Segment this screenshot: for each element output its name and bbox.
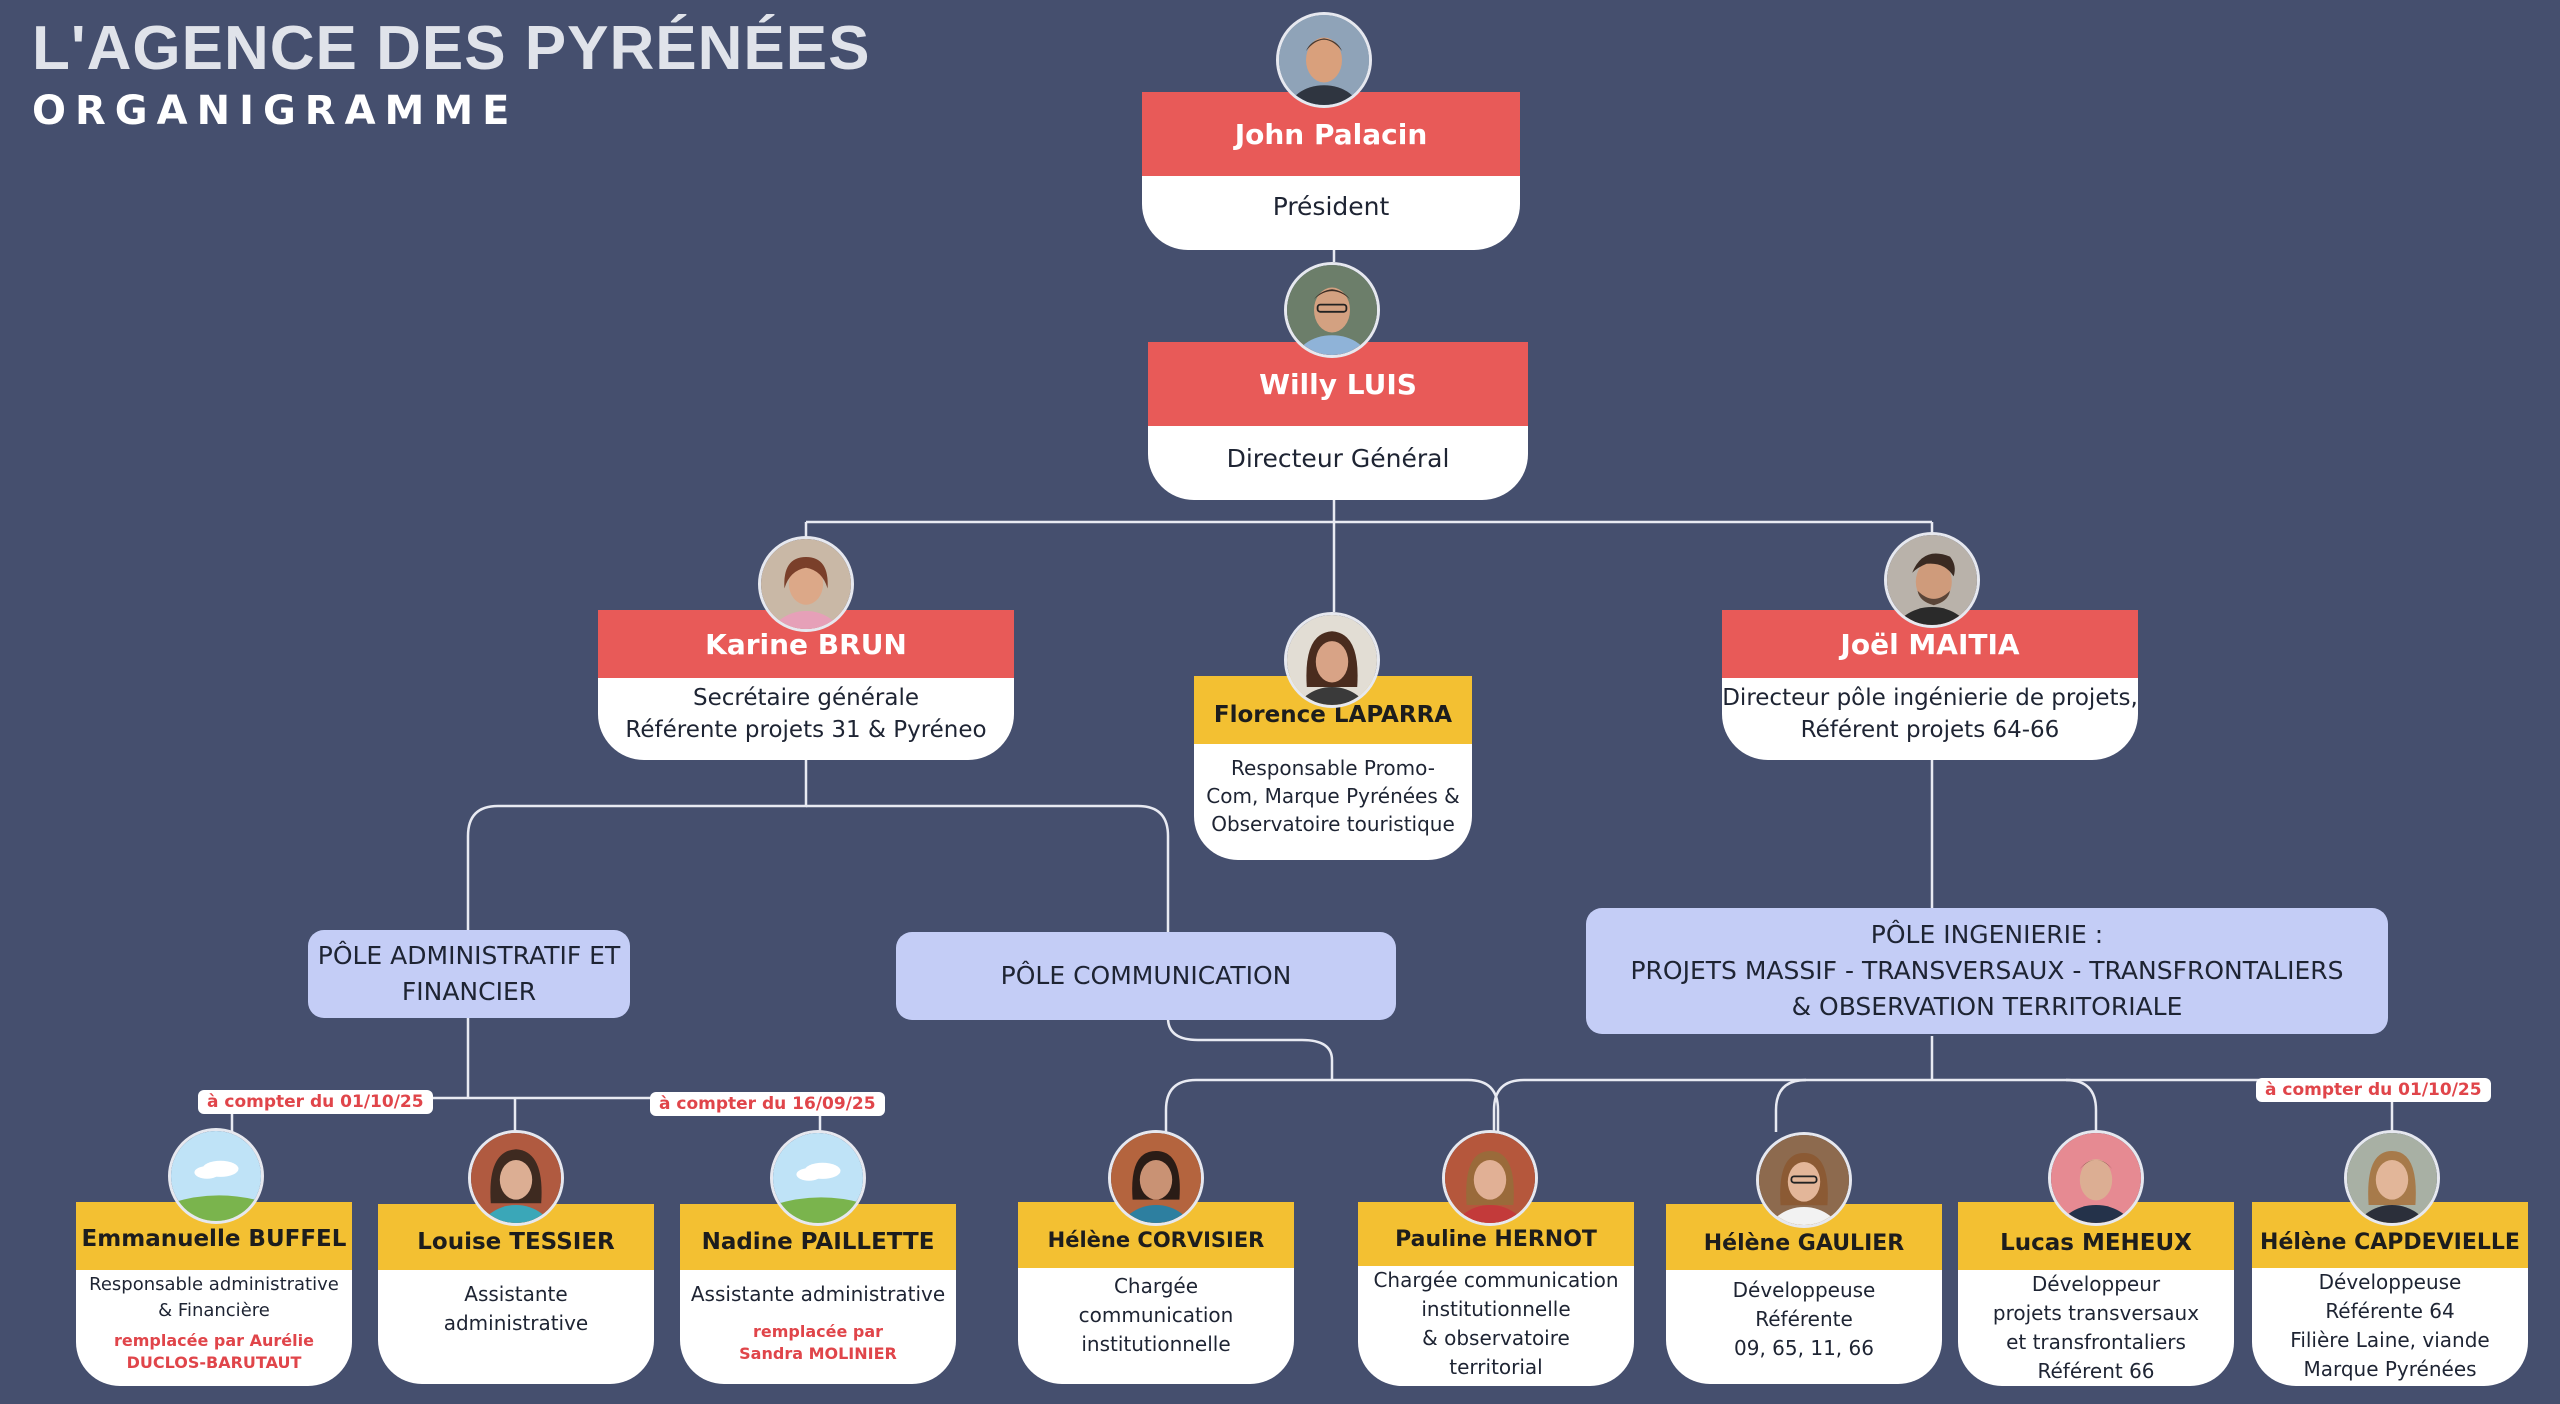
- tag-helene-capdevielle-date: à compter du 01/10/25: [2256, 1078, 2491, 1102]
- role-lucas-line1: Développeur: [2031, 1272, 2161, 1296]
- pole-ingenierie: PÔLE INGENIERIE : PROJETS MASSIF - TRANS…: [1586, 908, 2388, 1034]
- pole-communication: PÔLE COMMUNICATION: [896, 932, 1396, 1020]
- note-emmanuelle-line2: DUCLOS-BARUTAUT: [126, 1353, 302, 1372]
- card-nadine-paillette: Nadine PAILLETTE Assistante administrati…: [680, 1204, 956, 1384]
- card-louise-tessier: Louise TESSIER Assistante administrative: [378, 1204, 654, 1384]
- card-joel-maitia: Joël MAITIA Directeur pôle ingénierie de…: [1722, 610, 2138, 760]
- role-pauline-line3: & observatoire: [1422, 1326, 1570, 1350]
- avatar-pauline-hernot: [1442, 1130, 1538, 1226]
- avatar-willy-luis: [1284, 262, 1380, 358]
- role-louise-line2: administrative: [443, 1311, 589, 1335]
- name-helene-corvisier: Hélène CORVISIER: [1018, 1202, 1294, 1268]
- role-florence-laparra-line2: Com, Marque Pyrénées &: [1206, 784, 1460, 808]
- card-willy-luis: Willy LUIS Directeur Général: [1148, 342, 1528, 500]
- pole-inge-line3: & OBSERVATION TERRITORIALE: [1791, 992, 2183, 1021]
- card-karine-brun: Karine BRUN Secrétaire générale Référent…: [598, 610, 1014, 760]
- role-pauline-line2: institutionnelle: [1421, 1297, 1571, 1321]
- avatar-john-palacin: [1276, 12, 1372, 108]
- note-emmanuelle-line1: remplacée par Aurélie: [114, 1331, 314, 1350]
- avatar-nadine-paillette-placeholder: [770, 1130, 866, 1226]
- pole-admin-line1: PÔLE ADMINISTRATIF ET: [317, 941, 621, 970]
- role-helene-gaulier-line2: Référente: [1755, 1307, 1853, 1331]
- tag-nadine-date: à compter du 16/09/25: [650, 1092, 885, 1116]
- role-emmanuelle-line1: Responsable administrative: [89, 1274, 339, 1295]
- avatar-helene-corvisier: [1108, 1130, 1204, 1226]
- avatar-louise-tessier: [468, 1130, 564, 1226]
- role-florence-laparra-line1: Responsable Promo-: [1231, 756, 1435, 780]
- avatar-florence-laparra: [1284, 612, 1380, 708]
- pole-inge-line1: PÔLE INGENIERIE :: [1870, 920, 2104, 949]
- role-lucas-line4: Référent 66: [2037, 1359, 2155, 1383]
- brand-title: L'AGENCE DES PYRÉNÉES: [32, 14, 871, 83]
- pole-admin-line2: FINANCIER: [401, 977, 537, 1006]
- role-emmanuelle-line2: & Financière: [158, 1300, 270, 1321]
- card-helene-capdevielle: Hélène CAPDEVIELLE Développeuse Référent…: [2252, 1202, 2528, 1386]
- tag-emmanuelle-date: à compter du 01/10/25: [198, 1090, 433, 1114]
- avatar-karine-brun: [758, 536, 854, 632]
- role-helene-capdevielle-line3: Filière Laine, viande: [2290, 1328, 2490, 1352]
- card-john-palacin: John Palacin Président: [1142, 92, 1520, 250]
- card-lucas-meheux: Lucas MEHEUX Développeur projets transve…: [1958, 1202, 2234, 1386]
- avatar-helene-capdevielle: [2344, 1130, 2440, 1226]
- role-joel-maitia-line2: Référent projets 64-66: [1800, 717, 2060, 743]
- card-emmanuelle-buffel: Emmanuelle BUFFEL Responsable administra…: [76, 1202, 352, 1386]
- avatar-joel-maitia: [1884, 532, 1980, 628]
- role-pauline-line4: territorial: [1449, 1355, 1543, 1379]
- card-helene-gaulier: Hélène GAULIER Développeuse Référente 09…: [1666, 1204, 1942, 1384]
- avatar-emmanuelle-buffel-placeholder: [168, 1128, 264, 1224]
- pole-inge-line2: PROJETS MASSIF - TRANSVERSAUX - TRANSFRO…: [1630, 956, 2344, 985]
- brand-subtitle: ORGANIGRAMME: [32, 88, 519, 134]
- role-florence-laparra-line3: Observatoire touristique: [1211, 812, 1455, 836]
- role-pauline-line1: Chargée communication: [1373, 1268, 1619, 1292]
- role-helene-gaulier-line1: Développeuse: [1732, 1278, 1876, 1302]
- role-lucas-line3: et transfrontaliers: [2006, 1330, 2186, 1354]
- brand-header: L'AGENCE DES PYRÉNÉES ORGANIGRAMME: [32, 14, 871, 135]
- role-helene-corvisier-line2: communication: [1078, 1303, 1234, 1327]
- role-louise-line1: Assistante: [464, 1282, 568, 1306]
- role-helene-corvisier-line3: institutionnelle: [1081, 1332, 1231, 1356]
- note-nadine-line2: Sandra MOLINIER: [739, 1344, 897, 1363]
- pole-administratif-financier: PÔLE ADMINISTRATIF ET FINANCIER: [308, 930, 630, 1018]
- card-helene-corvisier: Hélène CORVISIER Chargée communication i…: [1018, 1202, 1294, 1384]
- pole-comm-line1: PÔLE COMMUNICATION: [1000, 961, 1292, 990]
- role-karine-brun-line1: Secrétaire générale: [693, 685, 919, 711]
- role-helene-corvisier-line1: Chargée: [1113, 1274, 1199, 1298]
- role-karine-brun-line2: Référente projets 31 & Pyréneo: [625, 717, 987, 743]
- role-helene-capdevielle-line2: Référente 64: [2325, 1299, 2455, 1323]
- role-helene-gaulier-line3: 09, 65, 11, 66: [1734, 1336, 1874, 1360]
- role-john-palacin: Président: [1272, 192, 1390, 221]
- role-joel-maitia-line1: Directeur pôle ingénierie de projets,: [1722, 685, 2138, 711]
- role-willy-luis: Directeur Général: [1226, 444, 1450, 473]
- role-helene-capdevielle-line1: Développeuse: [2318, 1270, 2462, 1294]
- role-lucas-line2: projets transversaux: [1992, 1301, 2200, 1325]
- note-nadine-line1: remplacée par: [752, 1322, 884, 1341]
- role-helene-capdevielle-line4: Marque Pyrénées: [2303, 1357, 2477, 1381]
- role-nadine-line1: Assistante administrative: [690, 1282, 946, 1306]
- card-pauline-hernot: Pauline HERNOT Chargée communication ins…: [1358, 1202, 1634, 1386]
- name-louise-tessier: Louise TESSIER: [378, 1204, 654, 1270]
- avatar-helene-gaulier: [1756, 1132, 1852, 1228]
- avatar-lucas-meheux: [2048, 1130, 2144, 1226]
